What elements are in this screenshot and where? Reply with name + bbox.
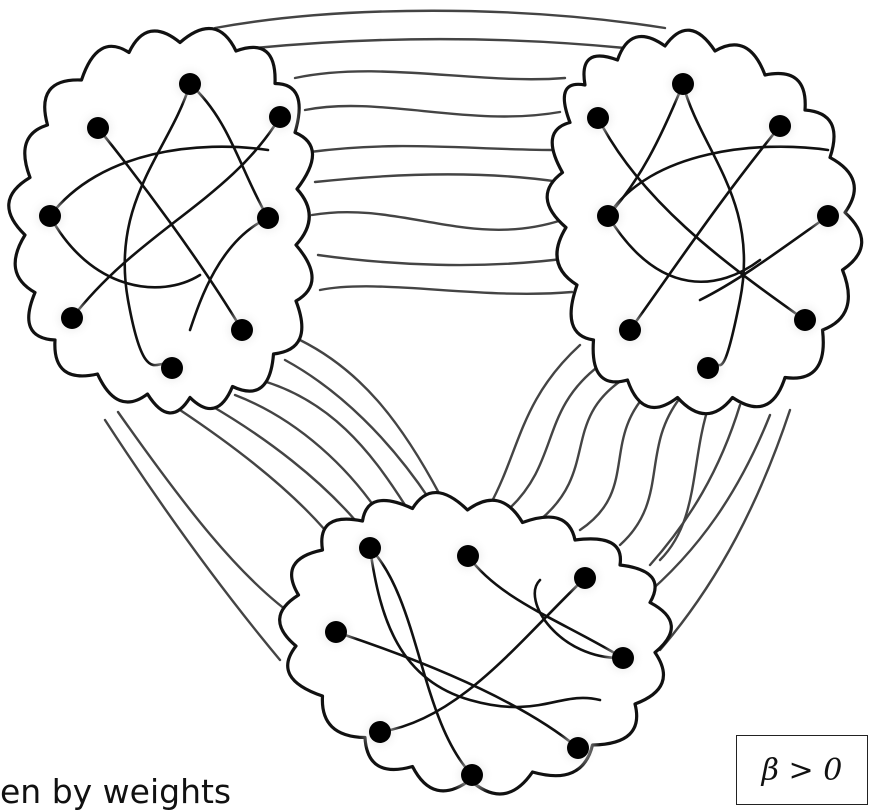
node (567, 737, 589, 759)
node (587, 107, 609, 129)
cluster-bottom (280, 493, 672, 797)
inter-link (255, 39, 625, 48)
node (87, 117, 109, 139)
node (231, 319, 253, 341)
node (769, 115, 791, 137)
node (369, 721, 391, 743)
node (612, 647, 634, 669)
inter-link (105, 420, 280, 660)
inter-link (300, 340, 440, 495)
node (457, 545, 479, 567)
cluster-top-right (547, 30, 862, 414)
node (179, 73, 201, 95)
node (672, 73, 694, 95)
inter-link (540, 378, 625, 520)
inter-link (320, 286, 572, 293)
node (794, 309, 816, 331)
inter-link (315, 174, 560, 182)
inter-link (210, 405, 355, 520)
inter-link (305, 106, 560, 117)
node (61, 307, 83, 329)
inter-link (118, 412, 300, 620)
node (817, 205, 839, 227)
inter-link (310, 146, 558, 152)
inter-link (295, 71, 565, 79)
node (269, 106, 291, 128)
node (257, 207, 279, 229)
inter-link (580, 390, 650, 530)
inter-link (312, 212, 562, 230)
node (574, 567, 596, 589)
node (39, 205, 61, 227)
node (697, 357, 719, 379)
node (161, 357, 183, 379)
clusters (9, 28, 862, 797)
node (619, 319, 641, 341)
inter-link (490, 345, 580, 505)
caption-text: en by weights (0, 772, 231, 812)
node (597, 205, 619, 227)
inter-link (510, 365, 600, 508)
inter-link (215, 11, 665, 28)
inter-link (318, 255, 570, 265)
node (359, 537, 381, 559)
cluster-top-left (9, 28, 313, 412)
node (461, 764, 483, 786)
beta-condition-label: β > 0 (762, 753, 843, 788)
beta-condition-box: β > 0 (736, 735, 868, 805)
node (325, 621, 347, 643)
